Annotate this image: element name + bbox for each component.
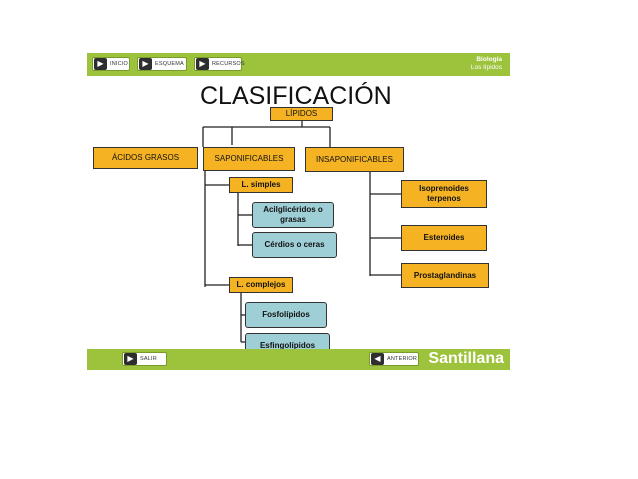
subject-info: Biología Los lípidos xyxy=(471,56,502,72)
esfingolipidos-label: Esfingolípidos xyxy=(259,341,316,350)
recursos-label: RECURSOS xyxy=(212,61,245,67)
l-complejos-label: L. complejos xyxy=(236,280,286,289)
lipidos-label: LÍPIDOS xyxy=(285,109,318,118)
esquema-label: ESQUEMA xyxy=(155,61,184,67)
isoprenoides-box: Isoprenoides terpenos xyxy=(401,180,487,208)
salir-button[interactable]: ▶ SALIR xyxy=(122,352,167,366)
recursos-button[interactable]: ▶ RECURSOS xyxy=(194,57,245,71)
cerdios-box: Cérdios o ceras xyxy=(252,232,337,258)
fosfolipidos-box: Fosfolípidos xyxy=(245,302,327,328)
saponificables-label: SAPONIFICABLES xyxy=(214,154,284,163)
acidos-grasos-label: ÁCIDOS GRASOS xyxy=(111,153,180,162)
prostaglandinas-label: Prostaglandinas xyxy=(413,270,477,280)
insaponificables-box: INSAPONIFICABLES xyxy=(305,147,404,172)
saponificables-box: SAPONIFICABLES xyxy=(203,147,295,171)
prostaglandinas-box: Prostaglandinas xyxy=(401,263,489,288)
footer-bar: ▶ SALIR ◀ ANTERIOR Santillana xyxy=(87,349,510,370)
acilgliceridos-label: Acilglicéridos o grasas xyxy=(263,205,323,224)
back-icon: ◀ xyxy=(371,353,384,365)
anterior-label: ANTERIOR xyxy=(387,356,418,362)
acidos-grasos-box: ÁCIDOS GRASOS xyxy=(93,147,198,169)
inicio-button[interactable]: ▶ INICIO xyxy=(92,57,130,71)
anterior-button[interactable]: ◀ ANTERIOR xyxy=(369,352,419,366)
l-complejos-box: L. complejos xyxy=(229,277,293,293)
isoprenoides-label: Isoprenoides terpenos xyxy=(419,184,469,203)
acilgliceridos-box: Acilglicéridos o grasas xyxy=(252,202,334,228)
fosfolipidos-label: Fosfolípidos xyxy=(262,310,310,319)
header-bar: ▶ INICIO ▶ ESQUEMA ▶ RECURSOS Biología L… xyxy=(87,53,510,76)
play-icon: ▶ xyxy=(139,58,152,70)
inicio-label: INICIO xyxy=(110,61,129,67)
santillana-logo: Santillana xyxy=(428,350,504,367)
play-icon: ▶ xyxy=(196,58,209,70)
exit-icon: ▶ xyxy=(124,353,137,365)
salir-label: SALIR xyxy=(140,356,157,362)
cerdios-label: Cérdios o ceras xyxy=(264,240,325,249)
l-simples-label: L. simples xyxy=(241,180,281,189)
page-title: CLASIFICACIÓN xyxy=(200,82,392,110)
subject-name: Biología xyxy=(476,56,502,63)
l-simples-box: L. simples xyxy=(229,177,293,193)
topic-name: Los lípidos xyxy=(470,64,502,71)
esteroides-label: Esteroides xyxy=(423,233,465,242)
esteroides-box: Esteroides xyxy=(401,225,487,251)
play-icon: ▶ xyxy=(94,58,107,70)
insaponificables-label: INSAPONIFICABLES xyxy=(316,154,393,164)
lipidos-box: LÍPIDOS xyxy=(270,107,333,121)
esquema-button[interactable]: ▶ ESQUEMA xyxy=(137,57,187,71)
